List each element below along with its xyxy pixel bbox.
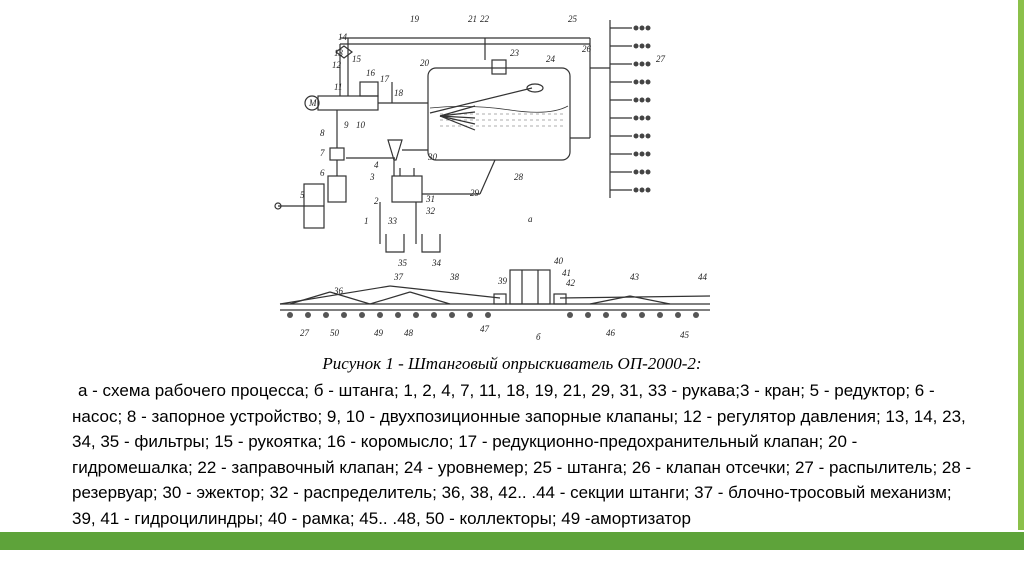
label-39: 39 — [497, 276, 508, 286]
label-37: 37 — [393, 272, 404, 282]
label-42: 42 — [566, 278, 576, 288]
label-41: 41 — [562, 268, 571, 278]
label-17: 17 — [380, 74, 390, 84]
label-43: 43 — [630, 272, 640, 282]
label-21: 21 — [468, 14, 477, 24]
label-25: 25 — [568, 14, 578, 24]
accent-bar-right — [1018, 0, 1024, 530]
label-6: 6 — [320, 168, 325, 178]
label-26: 26 — [582, 44, 592, 54]
label-28: 28 — [514, 172, 524, 182]
label-b: б — [536, 332, 541, 342]
label-m: M — [308, 98, 317, 108]
label-19: 19 — [410, 14, 420, 24]
label-10: 10 — [356, 120, 366, 130]
label-12: 12 — [332, 60, 342, 70]
label-8: 8 — [320, 128, 325, 138]
label-18: 18 — [394, 88, 404, 98]
label-30: 30 — [427, 152, 438, 162]
footer-strip — [0, 550, 1024, 576]
label-16: 16 — [366, 68, 376, 78]
label-3: 3 — [369, 172, 375, 182]
label-45: 45 — [680, 330, 690, 340]
label-44: 44 — [698, 272, 708, 282]
label-33: 33 — [387, 216, 398, 226]
label-9: 9 — [344, 120, 349, 130]
label-29: 29 — [470, 188, 480, 198]
label-31: 31 — [425, 194, 435, 204]
label-27b: 27 — [300, 328, 310, 338]
sprayer-diagram-figure: 14 13 12 15 16 17 18 19 20 21 22 23 24 2… — [270, 8, 720, 346]
label-50: 50 — [330, 328, 340, 338]
figure-legend: а - схема рабочего процесса; б - штанга;… — [72, 381, 972, 528]
label-35: 35 — [397, 258, 408, 268]
label-32: 32 — [425, 206, 436, 216]
sprayer-diagram: 14 13 12 15 16 17 18 19 20 21 22 23 24 2… — [274, 14, 711, 342]
label-20: 20 — [420, 58, 430, 68]
label-22: 22 — [480, 14, 490, 24]
label-7: 7 — [320, 148, 325, 158]
label-23: 23 — [510, 48, 520, 58]
label-15: 15 — [352, 54, 362, 64]
label-a: а — [528, 214, 533, 224]
figure-caption: Рисунок 1 - Штанговый опрыскиватель ОП-2… — [322, 354, 702, 373]
label-2: 2 — [374, 196, 379, 206]
label-1: 1 — [364, 216, 369, 226]
label-36: 36 — [333, 286, 344, 296]
label-5: 5 — [300, 190, 305, 200]
label-46: 46 — [606, 328, 616, 338]
label-24: 24 — [546, 54, 556, 64]
label-49: 49 — [374, 328, 384, 338]
label-4: 4 — [374, 160, 379, 170]
label-40: 40 — [554, 256, 564, 266]
label-47: 47 — [480, 324, 490, 334]
label-48: 48 — [404, 328, 414, 338]
label-11: 11 — [334, 82, 342, 92]
label-34: 34 — [431, 258, 442, 268]
tank-28 — [427, 67, 571, 161]
label-14: 14 — [338, 32, 348, 42]
label-13: 13 — [334, 48, 344, 58]
label-27: 27 — [656, 54, 666, 64]
accent-bar-bottom — [0, 532, 1024, 550]
label-38: 38 — [449, 272, 460, 282]
